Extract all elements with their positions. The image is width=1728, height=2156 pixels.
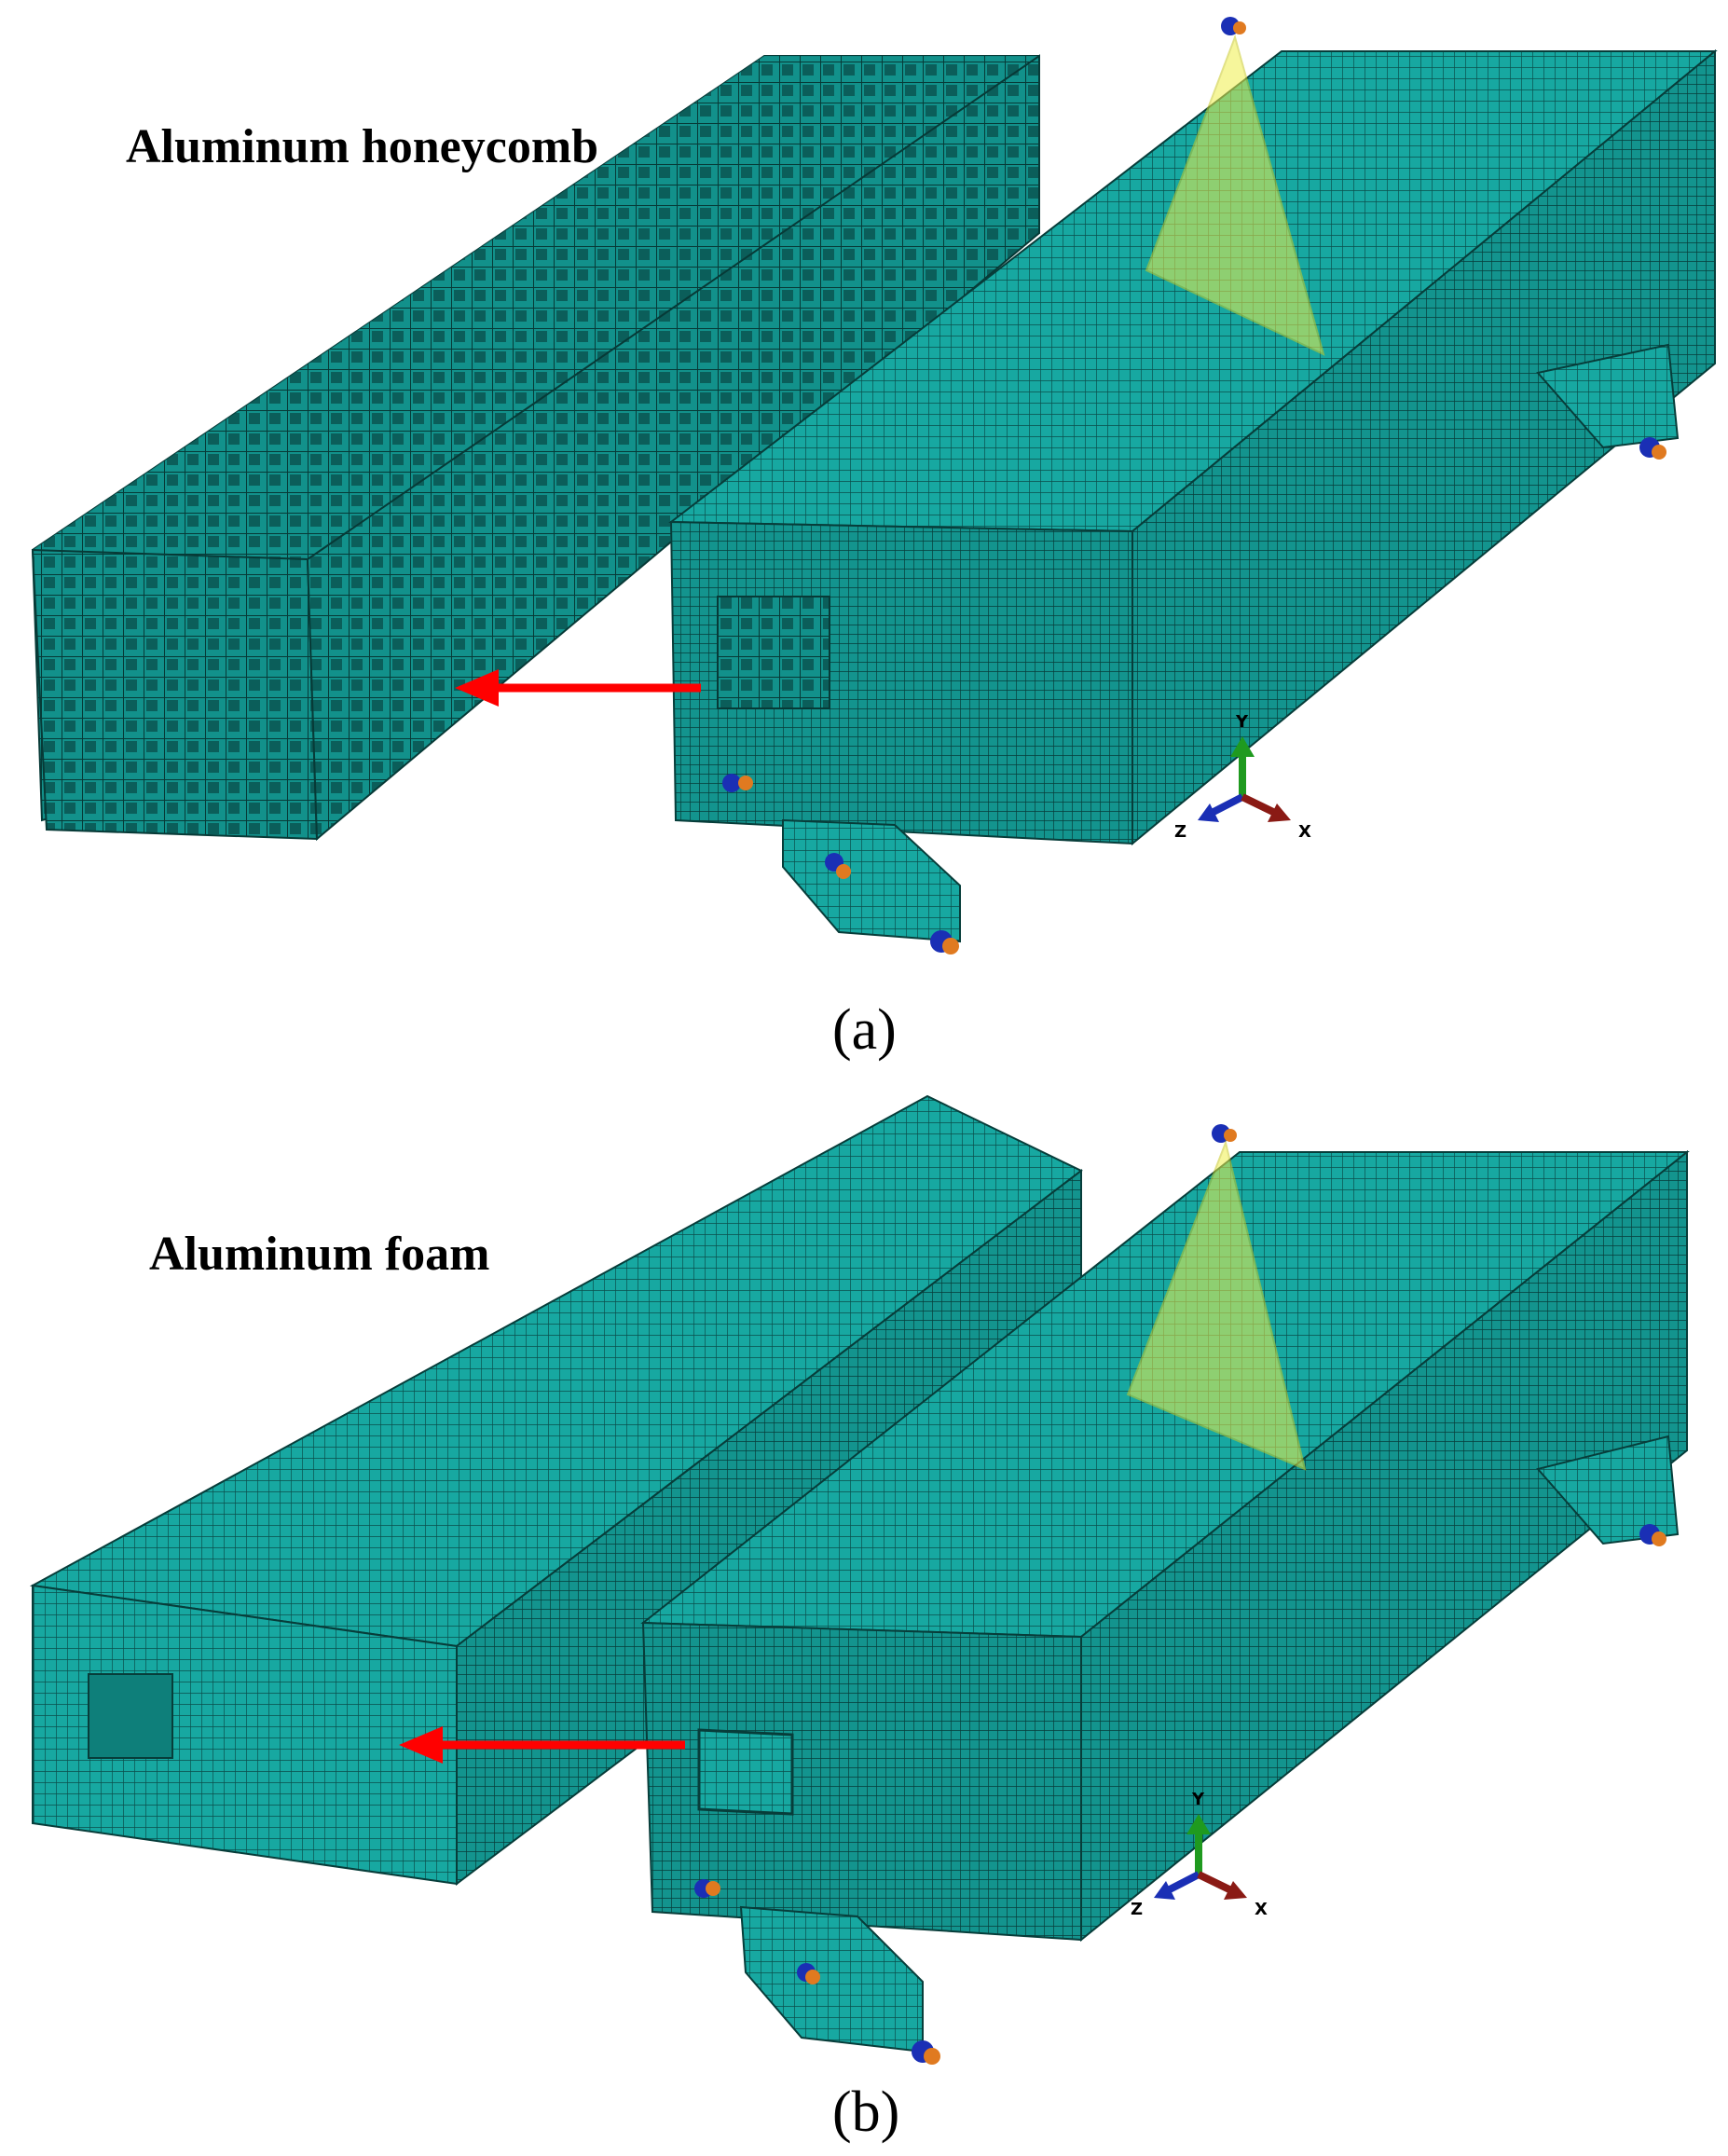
axis-y-label: Y — [1191, 1790, 1205, 1809]
panel-a: Y Z X Aluminum honeycomb (a) — [31, 17, 1718, 1062]
panel-b: Y Z X Aluminum foam (b) — [0, 1078, 1728, 2156]
core-indicator-arrow — [399, 1726, 685, 1764]
foam-label: Aluminum foam — [149, 1228, 490, 1281]
support-fixtures — [694, 1124, 1680, 2065]
axis-z-label: Z — [1174, 822, 1186, 842]
caption-a: (a) — [832, 998, 897, 1062]
support-fixtures — [722, 17, 1680, 954]
axis-x-label: X — [1255, 1900, 1268, 1919]
axis-triad: Y Z X — [1174, 712, 1311, 842]
caption-b: (b) — [832, 2080, 900, 2144]
honeycomb-label: Aluminum honeycomb — [126, 120, 599, 173]
axis-z-label: Z — [1131, 1900, 1143, 1919]
core-indicator-arrow — [455, 669, 701, 707]
axis-x-label: X — [1298, 822, 1311, 842]
honeycomb-core-block — [31, 54, 1040, 842]
load-cone — [1145, 34, 1325, 356]
load-cone — [1126, 1139, 1307, 1471]
axis-triad: Y Z X — [1131, 1790, 1268, 1919]
panel-a-figure: Y Z X — [31, 17, 1718, 954]
panel-b-figure: Y Z X — [29, 1094, 1690, 2065]
axis-y-label: Y — [1235, 712, 1249, 732]
